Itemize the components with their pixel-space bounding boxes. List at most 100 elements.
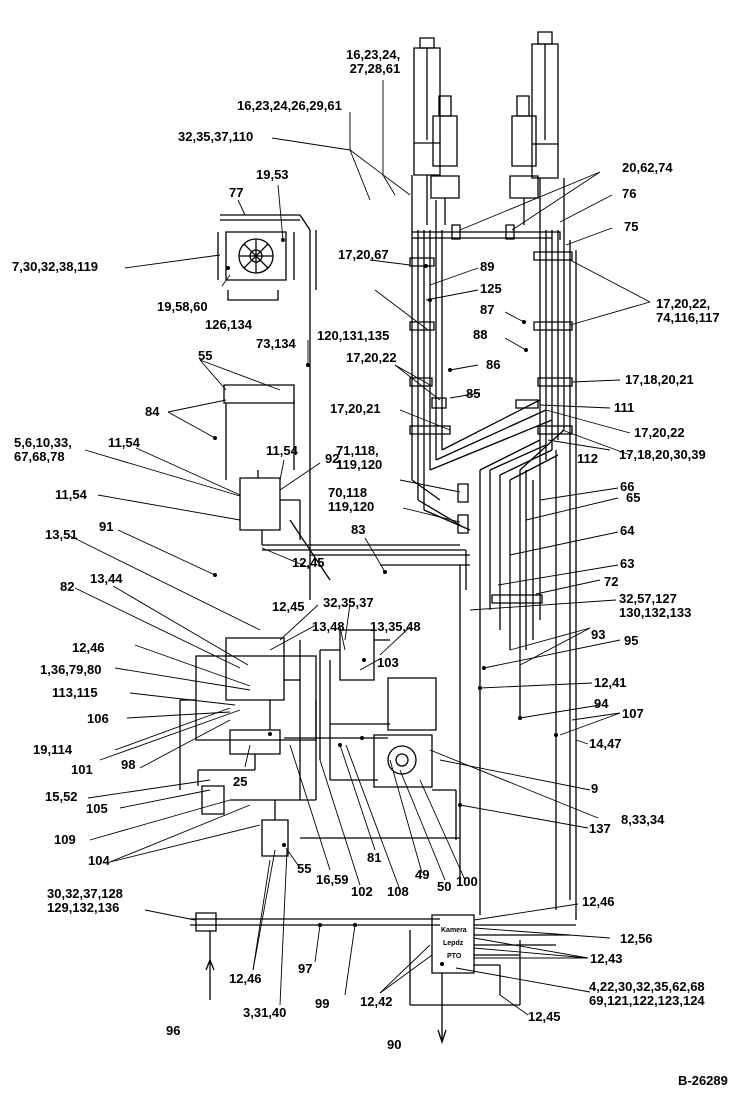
valve-label-pto: PTO bbox=[447, 953, 462, 960]
bottom-line bbox=[190, 890, 576, 1042]
callout-label: 85 bbox=[466, 386, 481, 401]
pto-valve-labels: Kamera Lepdz PTO bbox=[441, 927, 467, 960]
callout-label: 106 bbox=[87, 711, 109, 726]
callout-label: 81 bbox=[367, 850, 382, 865]
callout-label: 32,57,127 130,132,133 bbox=[619, 591, 692, 620]
callout-label: 111 bbox=[614, 400, 635, 415]
callout-label: 17,20,67 bbox=[338, 247, 389, 262]
callout-label: 13,48 bbox=[312, 619, 345, 634]
connection-points bbox=[213, 238, 558, 966]
callout-label: 12,46 bbox=[582, 894, 615, 909]
callout-label: 103 bbox=[377, 655, 399, 670]
callout-label: 19,114 bbox=[33, 742, 73, 757]
callout-label: 17,18,20,21 bbox=[625, 372, 694, 387]
callout-label: 9 bbox=[591, 781, 599, 796]
callout-label: 83 bbox=[351, 522, 366, 537]
callout-label: 12,45 bbox=[272, 599, 305, 614]
callout-label: 12,56 bbox=[620, 931, 653, 946]
callout-label: 15,52 bbox=[45, 789, 78, 804]
callout-label: 102 bbox=[351, 884, 373, 899]
callout-label: 1,36,79,80 bbox=[40, 662, 102, 677]
callout-label: 11,54 bbox=[108, 435, 140, 450]
callout-label: 14,47 bbox=[589, 736, 622, 751]
callout-label: 19,58,60 bbox=[157, 299, 208, 314]
callout-label: 16,23,24,26,29,61 bbox=[237, 98, 342, 113]
callout-label: 16,23,24, 27,28,61 bbox=[346, 47, 401, 76]
callout-label: 97 bbox=[298, 961, 313, 976]
callout-label: 12,43 bbox=[590, 951, 623, 966]
callout-label: 7,30,32,38,119 bbox=[12, 259, 99, 274]
callout-label: 101 bbox=[71, 762, 93, 777]
callout-label: 50 bbox=[437, 879, 452, 894]
filter-lower bbox=[262, 800, 288, 856]
callout-label: 73,134 bbox=[256, 336, 296, 351]
callout-label: 84 bbox=[145, 404, 160, 419]
manifold-block bbox=[240, 470, 470, 880]
callout-label: 32,35,37,110 bbox=[178, 129, 254, 144]
callout-label: 25 bbox=[233, 774, 248, 789]
callout-label: 55 bbox=[198, 348, 213, 363]
callout-label: 13,51 bbox=[45, 527, 78, 542]
callout-label: 19,53 bbox=[256, 167, 289, 182]
callout-label: 12,46 bbox=[229, 971, 262, 986]
callout-label: 92 bbox=[325, 451, 340, 466]
callout-label: 98 bbox=[121, 757, 136, 772]
callout-label: 20,62,74 bbox=[622, 160, 673, 175]
callout-label: 11,54 bbox=[266, 443, 298, 458]
callout-label: 96 bbox=[166, 1023, 181, 1038]
callout-label: 87 bbox=[480, 302, 495, 317]
callout-label: 13,35,48 bbox=[370, 619, 421, 634]
callout-label: 17,20,22, 74,116,117 bbox=[656, 296, 720, 325]
filter-upper bbox=[224, 385, 294, 480]
callout-label: 13,44 bbox=[90, 571, 123, 586]
callout-label: 90 bbox=[387, 1037, 402, 1052]
cylinder-right-short bbox=[510, 96, 538, 225]
callout-label: 5,6,10,33, 67,68,78 bbox=[14, 435, 72, 464]
callout-label: 12,46 bbox=[72, 640, 105, 655]
leader-lines bbox=[70, 80, 650, 1015]
callout-label: 55 bbox=[297, 861, 312, 876]
control-valve bbox=[180, 638, 316, 814]
selector-valve bbox=[320, 630, 390, 780]
callout-label: 112 bbox=[577, 451, 598, 466]
callout-label: 16,59 bbox=[316, 872, 349, 887]
callout-label: 77 bbox=[229, 185, 244, 200]
callout-label: 120,131,135 bbox=[317, 328, 390, 343]
callout-label: 30,32,37,128 129,132,136 bbox=[47, 886, 123, 915]
callout-label: 66 bbox=[620, 479, 635, 494]
callout-label: 76 bbox=[622, 186, 637, 201]
callout-label: 63 bbox=[620, 556, 635, 571]
callout-label: 17,20,22 bbox=[346, 350, 397, 365]
cylinder-left-tall bbox=[414, 38, 440, 225]
callout-label: 17,20,22 bbox=[634, 425, 685, 440]
oil-cooler bbox=[218, 215, 316, 600]
valve-label-lepdz: Lepdz bbox=[443, 940, 464, 947]
callout-label: 113,115 bbox=[52, 685, 98, 700]
callout-label: 3,31,40 bbox=[243, 1005, 287, 1020]
callout-label: 65 bbox=[626, 490, 641, 505]
callout-label: 49 bbox=[415, 867, 430, 882]
callout-label: 94 bbox=[594, 696, 609, 711]
valve-label-kamera: Kamera bbox=[441, 927, 467, 934]
cylinder-left-short bbox=[431, 96, 459, 225]
callout-label: 8,33,34 bbox=[621, 812, 665, 827]
callout-label: 64 bbox=[620, 523, 635, 538]
callout-label: 4,22,30,32,35,62,68 69,121,122,123,124 bbox=[589, 979, 705, 1008]
callout-label: 82 bbox=[60, 579, 75, 594]
callout-label: 108 bbox=[387, 884, 409, 899]
callout-label: 12,41 bbox=[594, 675, 627, 690]
callout-label: 12,45 bbox=[292, 555, 325, 570]
callout-label: 104 bbox=[88, 853, 110, 868]
callout-label: 17,20,21 bbox=[330, 401, 381, 416]
callout-label: 88 bbox=[473, 327, 488, 342]
callout-label: 89 bbox=[480, 259, 495, 274]
callout-label: 95 bbox=[624, 633, 639, 648]
callout-label: 137 bbox=[589, 821, 611, 836]
drawing-number: B-26289 bbox=[678, 1073, 728, 1088]
callout-label: 86 bbox=[486, 357, 501, 372]
callout-label: 109 bbox=[54, 832, 76, 847]
callout-label: 12,42 bbox=[360, 994, 393, 1009]
callout-label: 91 bbox=[99, 519, 114, 534]
callout-label: 71,118, 119,120 bbox=[336, 443, 383, 472]
